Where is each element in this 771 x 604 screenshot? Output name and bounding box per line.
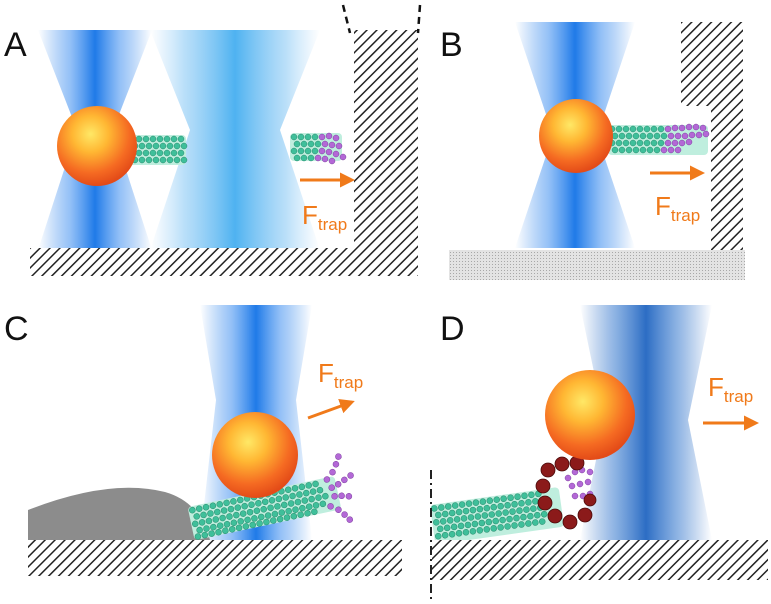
panel-a-microtubule-right	[290, 132, 347, 165]
panel-a-force-label: Ftrap	[302, 200, 347, 234]
panel-d-force-label: Ftrap	[708, 372, 753, 406]
panel-d-laser-beam	[580, 305, 712, 540]
panel-c-label: C	[4, 310, 29, 348]
panel-d-microtubule	[430, 487, 564, 545]
panel-c: C Ftrap	[4, 305, 402, 576]
panel-c-cell	[28, 487, 210, 540]
panel-a: A	[4, 4, 422, 276]
panel-a-surface	[30, 248, 418, 276]
panel-d-surface	[432, 540, 768, 580]
panel-b: B Ftrap	[440, 22, 745, 280]
panel-a-wide-beam	[150, 30, 320, 250]
panel-d-ring-complex	[535, 455, 597, 530]
panel-a-label: A	[4, 26, 27, 64]
panel-a-microtubule-left	[128, 135, 188, 165]
panel-b-surface	[449, 250, 745, 280]
panel-b-barrier	[681, 22, 743, 250]
panel-d-protofilaments	[564, 466, 594, 500]
panel-c-force-label: Ftrap	[318, 358, 363, 392]
panel-a-bead	[57, 106, 137, 186]
panel-c-microtubule	[188, 453, 354, 540]
panel-c-bead	[212, 412, 298, 498]
panel-c-surface	[28, 540, 402, 576]
panel-b-bead	[539, 99, 613, 173]
panel-b-label: B	[440, 26, 463, 64]
panel-b-force-label: Ftrap	[655, 191, 700, 225]
panel-a-barrier-wall	[354, 30, 372, 248]
panel-d-label: D	[440, 310, 465, 348]
panel-d: D Ftrap	[430, 305, 768, 600]
panel-b-microtubule	[608, 123, 710, 155]
panel-d-bead	[545, 370, 635, 460]
panel-a-cut-mark-right	[416, 4, 422, 34]
panel-a-cut-mark-left	[341, 4, 352, 34]
panel-c-force-arrow	[307, 399, 355, 420]
